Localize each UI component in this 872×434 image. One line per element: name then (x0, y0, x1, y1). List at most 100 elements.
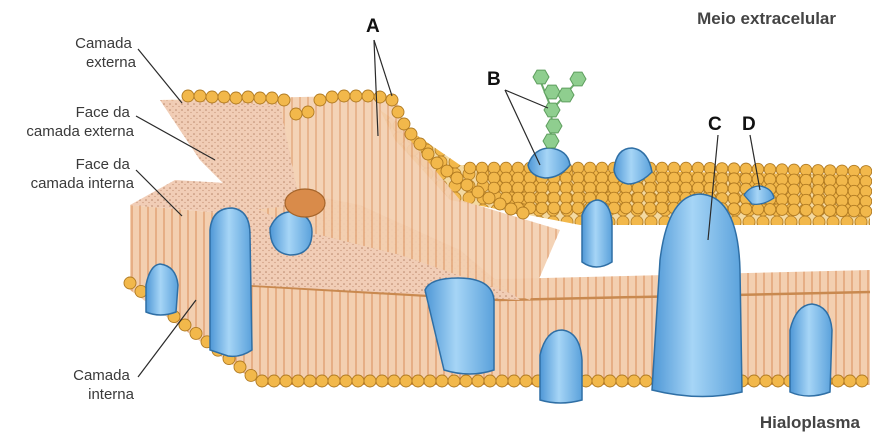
phospholipid-head (824, 205, 836, 217)
phospholipid-head (436, 375, 448, 387)
phospholipid-head (400, 375, 412, 387)
phospholipid-head (752, 203, 764, 215)
phospholipid-head (656, 202, 668, 214)
phospholipid-head (620, 202, 632, 214)
phospholipid-head (135, 285, 147, 297)
phospholipid-head (517, 207, 529, 219)
phospholipid-head (290, 108, 302, 120)
phospholipid-head (414, 138, 426, 150)
glycan-chain (533, 70, 586, 148)
phospholipid-head (560, 202, 572, 214)
phospholipid-head (860, 206, 872, 218)
phospholipid-head (302, 106, 314, 118)
protein-large-left (210, 208, 252, 356)
glycan-unit (544, 85, 560, 99)
phospholipid-head (431, 157, 443, 169)
phospholipid-head (772, 375, 784, 387)
phospholipid-head (304, 375, 316, 387)
glycan-unit (543, 134, 559, 148)
phospholipid-head (748, 375, 760, 387)
phospholipid-head (848, 205, 860, 217)
phospholipid-head (218, 91, 230, 103)
phospholipid-head (776, 204, 788, 216)
phospholipid-head (548, 202, 560, 214)
phospholipid-head (230, 92, 242, 104)
phospholipid-head (632, 202, 644, 214)
phospholipid-head (326, 91, 338, 103)
phospholipid-head (364, 375, 376, 387)
phospholipid-head (448, 375, 460, 387)
phospholipid-head (362, 90, 374, 102)
protein-small-left (146, 264, 178, 315)
label-face-camada-externa: Face da camada externa (26, 104, 134, 140)
label-meio-extracelular: Meio extracelular (697, 9, 836, 28)
phospholipid-head (376, 375, 388, 387)
phospholipid-head (245, 369, 257, 381)
protein-peripheral-orange (285, 189, 325, 217)
phospholipid-head (392, 106, 404, 118)
phospholipid-head (592, 375, 604, 387)
letter-c: C (708, 114, 722, 135)
phospholipid-head (424, 375, 436, 387)
phospholipid-head (476, 172, 488, 184)
phospholipid-head (764, 204, 776, 216)
phospholipid-head (520, 375, 532, 387)
phospholipid-head (460, 375, 472, 387)
label-hialoplasma: Hialoplasma (760, 413, 861, 432)
phospholipid-head (508, 375, 520, 387)
phospholipid-head (483, 192, 495, 204)
letter-a: A (366, 16, 380, 37)
phospholipid-head (836, 205, 848, 217)
phospholipid-head (280, 375, 292, 387)
protein-peripheral-inner (270, 212, 312, 255)
phospholipid-head (856, 375, 868, 387)
phospholipid-head (616, 375, 628, 387)
phospholipid-head (314, 94, 326, 106)
phospholipid-head (352, 375, 364, 387)
label-camada-interna: Camada interna (73, 367, 135, 403)
phospholipid-head (464, 162, 476, 174)
phospholipid-head (350, 90, 362, 102)
phospholipid-head (256, 375, 268, 387)
phospholipid-head (194, 90, 206, 102)
phospholipid-head (472, 186, 484, 198)
phospholipid-head (740, 203, 752, 215)
glycan-unit (533, 70, 549, 84)
glycan-unit (546, 119, 562, 133)
letter-b: B (487, 69, 501, 90)
phospholipid-head (536, 202, 548, 214)
phospholipid-head (505, 203, 517, 215)
phospholipid-head (800, 204, 812, 216)
phospholipid-head (278, 94, 290, 106)
phospholipid-head (728, 203, 740, 215)
phospholipid-head (472, 375, 484, 387)
phospholipid-head (604, 375, 616, 387)
phospholipid-head (405, 128, 417, 140)
phospholipid-head (242, 91, 254, 103)
phospholipid-head (640, 375, 652, 387)
phospholipid-head (628, 375, 640, 387)
phospholipid-head (844, 375, 856, 387)
phospholipid-head (494, 198, 506, 210)
label-face-camada-interna: Face da camada interna (31, 156, 135, 192)
phospholipid-head (461, 179, 473, 191)
phospholipid-head (484, 375, 496, 387)
phospholipid-head (124, 277, 136, 289)
phospholipid-head (234, 361, 246, 373)
glycan-unit (570, 72, 586, 86)
phospholipid-head (190, 327, 202, 339)
phospholipid-head (338, 90, 350, 102)
phospholipid-head (422, 148, 434, 160)
phospholipid-head (182, 90, 194, 102)
phospholipid-head (412, 375, 424, 387)
protein-small-bottom (540, 330, 582, 403)
label-camada-externa: Camada externa (75, 35, 137, 71)
phospholipid-head (266, 92, 278, 104)
glycan-unit (544, 103, 560, 117)
phospholipid-head (206, 91, 218, 103)
protein-right-upper (582, 200, 612, 267)
glycan-unit (558, 88, 574, 102)
phospholipid-head (644, 202, 656, 214)
letter-d: D (742, 114, 756, 135)
phospholipid-head (254, 92, 266, 104)
